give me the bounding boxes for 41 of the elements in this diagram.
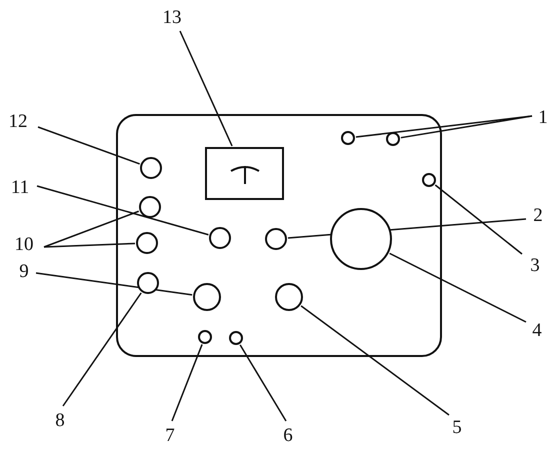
callout-number: 12 [8,112,28,132]
leader-line [44,242,136,248]
callout-number: 1 [538,108,548,128]
callout-number: 13 [162,8,182,28]
terminal-jack [386,132,400,146]
leader-line [44,210,140,248]
terminal-jack [422,173,436,187]
control-knob [275,283,303,311]
control-knob [193,283,221,311]
callout-number: 9 [19,262,29,282]
control-knob [265,228,287,250]
control-knob [209,227,231,249]
leader-line [36,272,192,296]
leader-line [171,344,203,422]
leader-line [36,185,209,236]
callout-number: 10 [14,235,34,255]
leader-line [239,344,287,422]
callout-number: 5 [452,418,462,438]
terminal-jack [229,331,243,345]
callout-number: 3 [530,256,540,276]
leader-line [62,292,142,406]
leader-line [300,305,450,416]
instrument-panel [116,114,442,357]
control-knob [136,232,158,254]
terminal-jack [198,330,212,344]
terminal-jack [341,131,355,145]
control-knob [139,196,161,218]
callout-number: 7 [165,426,175,446]
meter-window [205,147,284,200]
leader-line [389,252,526,323]
callout-number: 2 [533,206,543,226]
callout-number: 6 [283,426,293,446]
leader-line [179,30,233,146]
leader-line [434,184,522,255]
leader-line [400,115,532,138]
callout-number: 11 [10,178,30,198]
control-knob [137,272,159,294]
leader-line [38,126,140,165]
callout-number: 8 [55,411,65,431]
control-knob [140,157,162,179]
callout-number: 4 [532,321,542,341]
